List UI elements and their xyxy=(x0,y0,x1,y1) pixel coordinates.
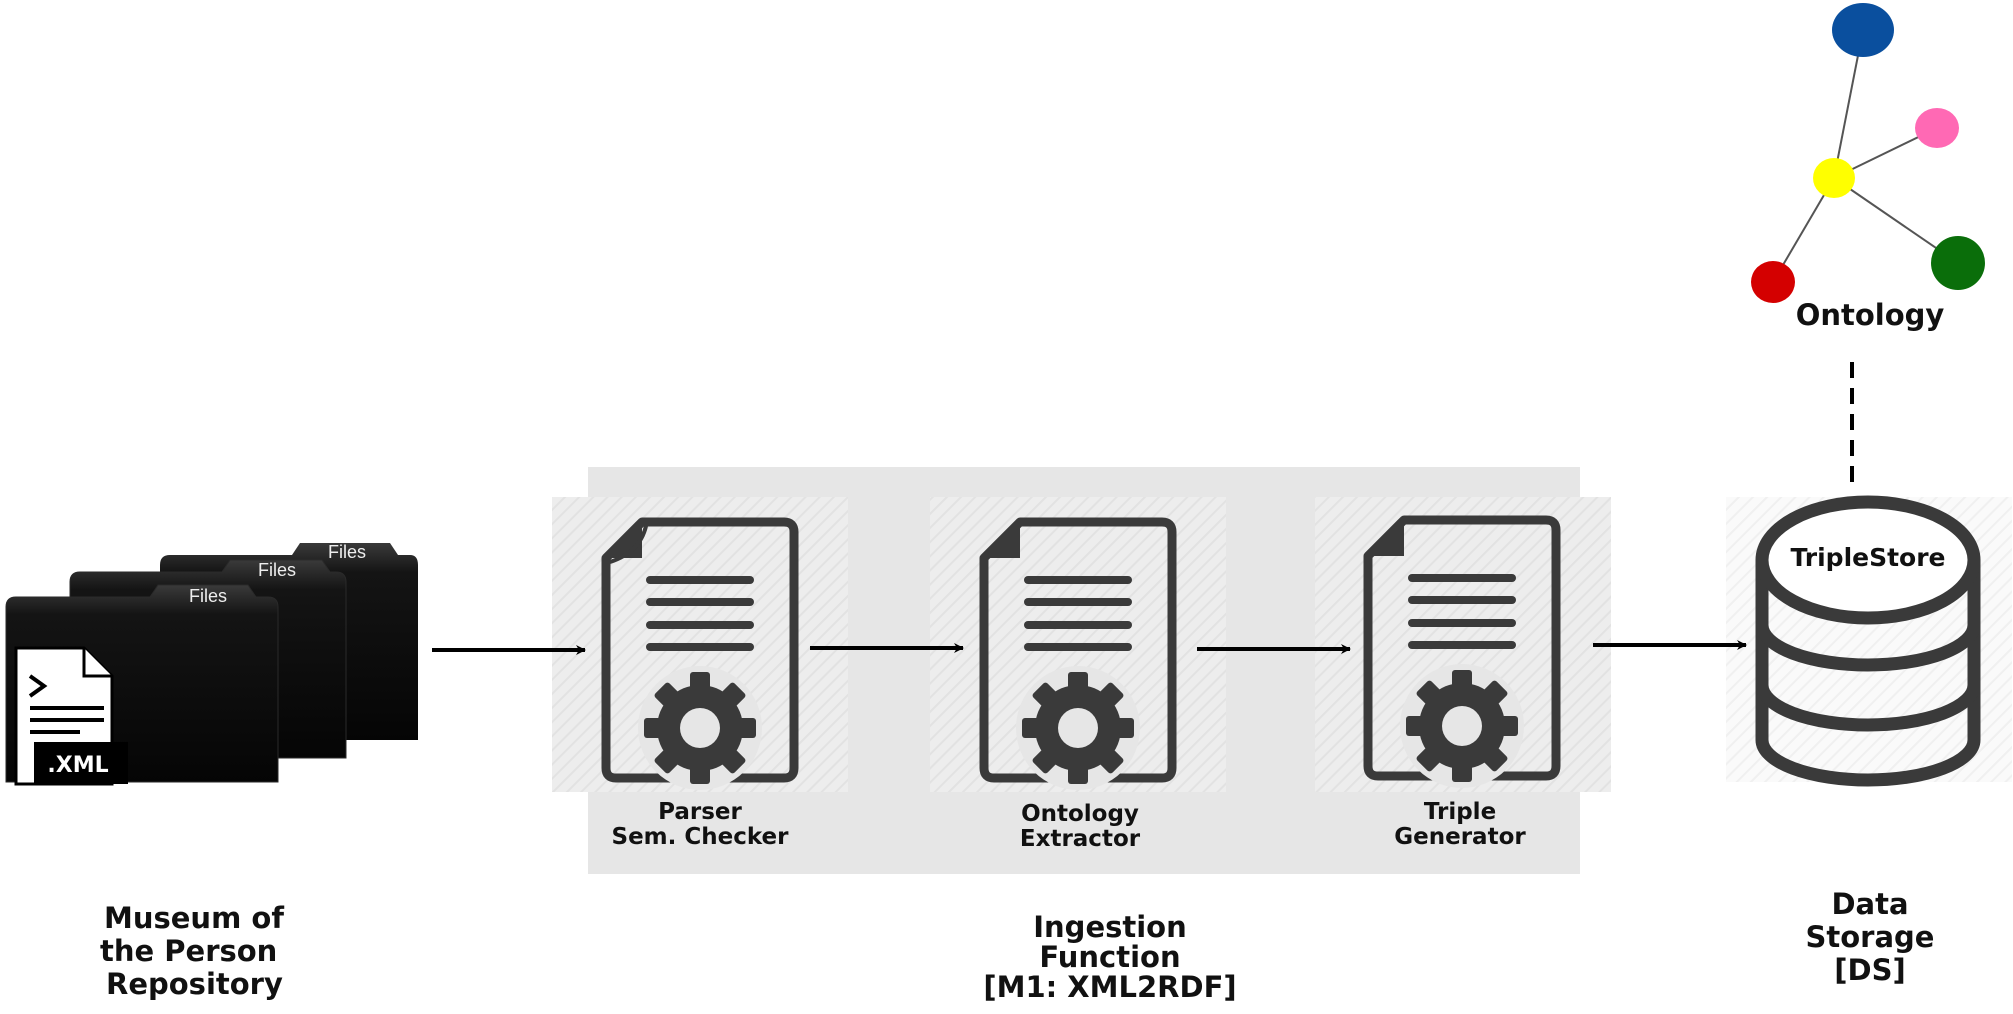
ontology-label: Ontology xyxy=(1795,298,1945,332)
ontology-node xyxy=(1751,261,1795,303)
xml-folders-icon xyxy=(5,543,418,786)
document-gear-icon xyxy=(601,517,799,790)
ontology-node xyxy=(1931,236,1985,290)
xml-badge-label: .XML xyxy=(47,753,108,778)
xml-file-icon xyxy=(14,646,128,786)
ontology-node xyxy=(1813,158,1855,198)
storage-caption: Data Storage [DS] xyxy=(1805,887,1935,987)
document-gear-icon xyxy=(1363,515,1561,788)
folder-tab-label: Files xyxy=(328,542,366,562)
step-label-generator: Triple Generator xyxy=(1394,799,1526,851)
document-gear-icon xyxy=(979,517,1177,790)
source-caption: Museum of the Person Repository xyxy=(100,901,284,1001)
ontology-node xyxy=(1915,108,1959,148)
database-icon xyxy=(1755,495,1981,787)
step-label-parser: Parser Sem. Checker xyxy=(611,799,789,851)
folder-tab-label: Files xyxy=(258,560,296,580)
folder-tab-label: Files xyxy=(189,586,227,606)
ingestion-caption: Ingestion Function [M1: XML2RDF] xyxy=(983,910,1237,1004)
db-label: TripleStore xyxy=(1790,543,1946,572)
ontology-graph-icon xyxy=(1751,3,1985,303)
ontology-node xyxy=(1832,3,1894,57)
step-label-extractor: Ontology Extractor xyxy=(1019,801,1141,853)
